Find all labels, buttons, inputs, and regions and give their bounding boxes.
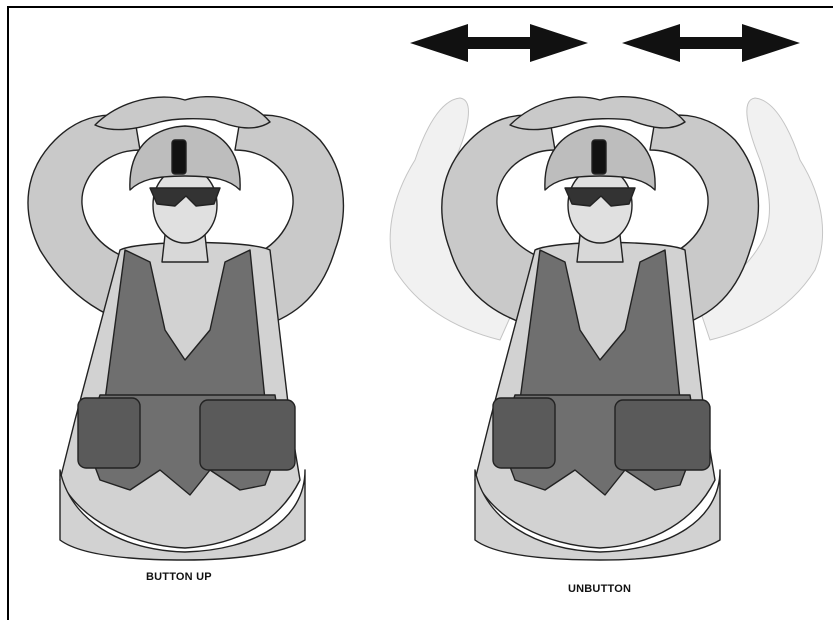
helmet-mount <box>172 140 186 174</box>
pouch <box>615 400 710 470</box>
caption-unbutton: UNBUTTON <box>568 583 631 595</box>
helmet-mount <box>592 140 606 174</box>
hands <box>95 97 270 130</box>
soldier-figure-unbutton <box>380 0 833 620</box>
pouch <box>78 398 140 468</box>
caption-button-up: BUTTON UP <box>146 571 212 583</box>
pouch <box>493 398 555 468</box>
soldier-figure-button-up <box>0 0 400 620</box>
pouch <box>200 400 295 470</box>
hands <box>510 97 685 130</box>
